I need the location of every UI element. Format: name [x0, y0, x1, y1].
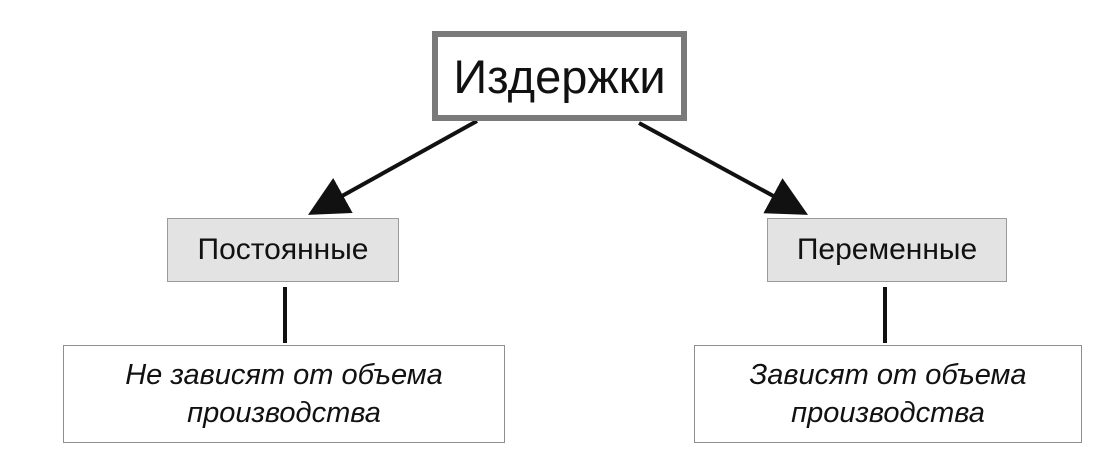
- variable-costs-description-box: Зависят от объема производства: [694, 345, 1082, 443]
- fixed-costs-description-box: Не зависят от объема производства: [63, 345, 505, 443]
- fixed-costs-label: Постоянные: [197, 233, 369, 266]
- fixed-costs-description: Не зависят от объема производства: [125, 359, 443, 429]
- variable-costs-description: Зависят от объема производства: [749, 359, 1027, 429]
- root-costs-label: Издержки: [453, 49, 666, 103]
- root-costs-node: Издержки: [432, 31, 687, 121]
- fixed-costs-node: Постоянные: [167, 218, 399, 282]
- arrow-to-fixed-costs: [308, 119, 478, 215]
- variable-costs-node: Переменные: [767, 218, 1007, 282]
- variable-costs-label: Переменные: [796, 233, 978, 266]
- arrow-to-variable-costs: [638, 121, 809, 215]
